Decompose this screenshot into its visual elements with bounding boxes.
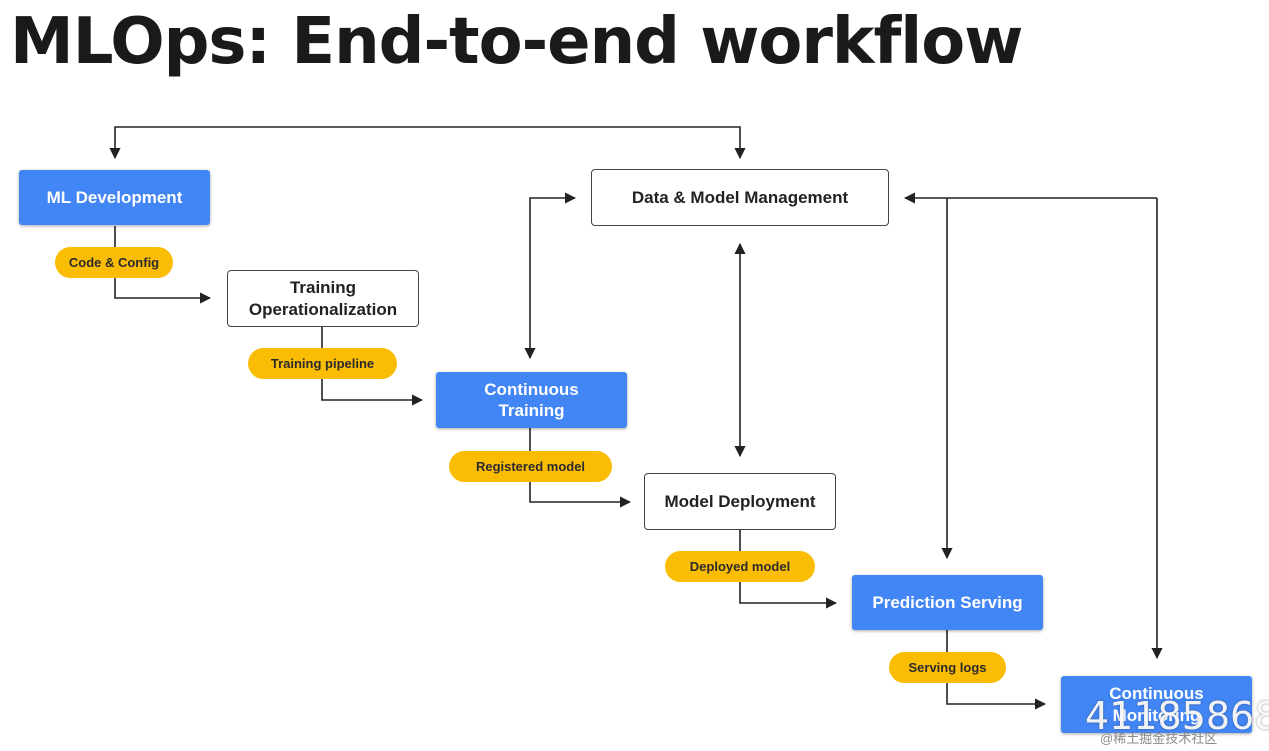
- stage-prediction-serving: Prediction Serving: [852, 575, 1043, 630]
- page-title: MLOps: End-to-end workflow: [10, 5, 1023, 79]
- artifact-deployed-model: Deployed model: [665, 551, 815, 582]
- stage-continuous-training-label: Continuous Training: [484, 379, 579, 420]
- stage-continuous-monitoring: Continuous Monitoring: [1061, 676, 1252, 733]
- stage-ml-development: ML Development: [19, 170, 210, 225]
- watermark-text: @稀土掘金技术社区: [1100, 731, 1218, 746]
- stage-continuous-training: Continuous Training: [436, 372, 627, 428]
- stage-data-model-management: Data & Model Management: [591, 169, 889, 226]
- stage-data-model-management-label: Data & Model Management: [631, 187, 849, 207]
- stage-training-operationalization-label: Training Operationalization: [248, 278, 398, 319]
- watermark-number: 41185868: [1085, 694, 1269, 738]
- stage-continuous-monitoring-label: Continuous Monitoring: [1109, 684, 1204, 725]
- artifact-code-config: Code & Config: [55, 247, 173, 278]
- stage-prediction-serving-label: Prediction Serving: [872, 592, 1023, 612]
- arrow-top-loop: [109, 126, 746, 160]
- stage-model-deployment-label: Model Deployment: [664, 491, 816, 511]
- artifact-serving-logs: Serving logs: [889, 652, 1006, 683]
- stage-training-operationalization: Training Operationalization: [227, 270, 419, 327]
- arrow-ct-to-data-mgmt: [524, 192, 577, 360]
- artifact-training-pipeline: Training pipeline: [248, 348, 397, 379]
- artifact-registered-model: Registered model: [449, 451, 612, 482]
- stage-ml-development-label: ML Development: [46, 187, 183, 207]
- stage-model-deployment: Model Deployment: [644, 473, 836, 530]
